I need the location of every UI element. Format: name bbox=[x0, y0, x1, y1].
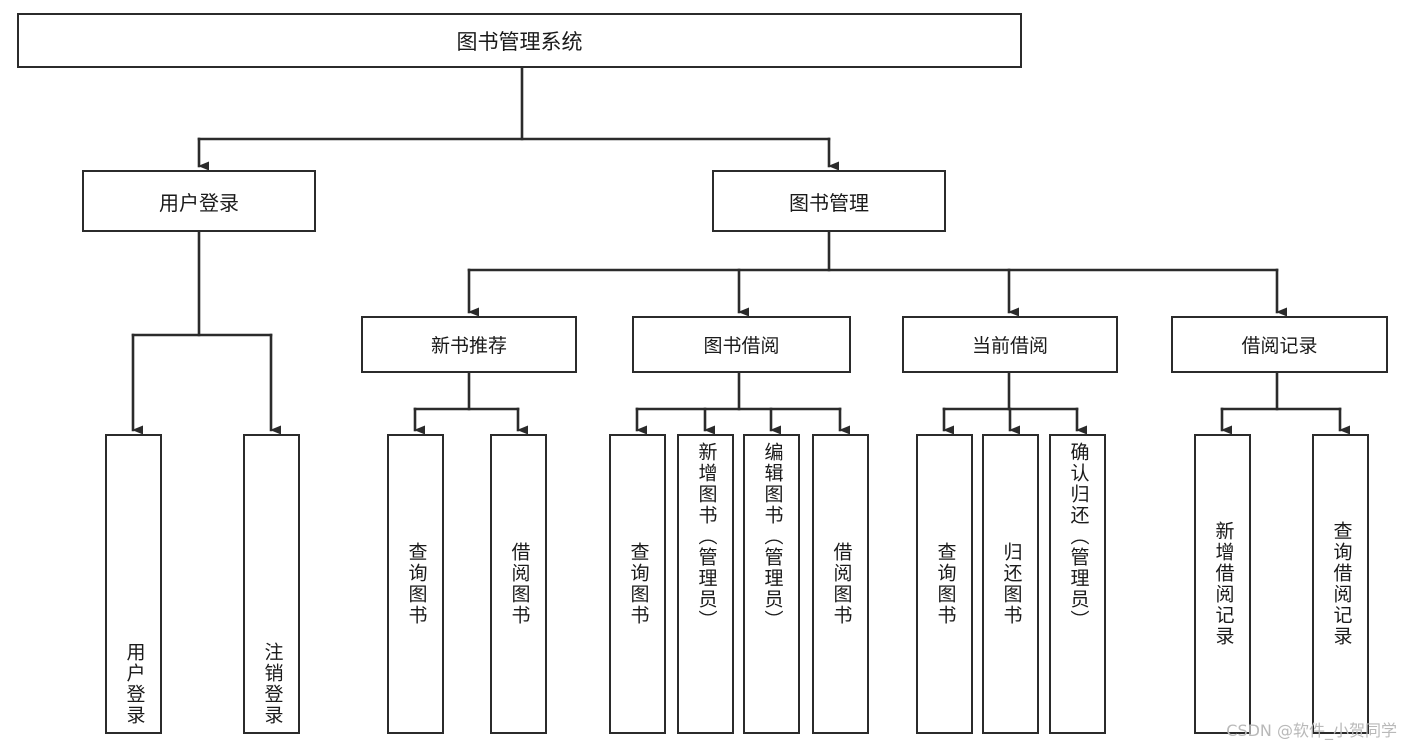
node-leaf-query-books-borrowing-label: 查询图书 bbox=[627, 542, 650, 626]
node-leaf-borrow-books-recommendation-label: 借阅图书 bbox=[508, 542, 531, 626]
node-leaf-borrow-books-recommendation[interactable]: 借阅图书 bbox=[490, 434, 547, 734]
node-root[interactable]: 图书管理系统 bbox=[17, 13, 1022, 68]
node-current-borrowing[interactable]: 当前借阅 bbox=[902, 316, 1118, 373]
node-root-label: 图书管理系统 bbox=[456, 29, 583, 54]
node-leaf-add-book-admin-label: 新增图书（管理员） bbox=[695, 442, 718, 631]
node-leaf-logout[interactable]: 注销登录 bbox=[243, 434, 300, 734]
watermark: CSDN @软件_小贺同学 bbox=[1226, 721, 1397, 740]
node-leaf-add-book-admin[interactable]: 新增图书（管理员） bbox=[677, 434, 734, 734]
node-leaf-query-books-recommendation-label: 查询图书 bbox=[405, 542, 428, 626]
node-leaf-edit-book-admin-label: 编辑图书（管理员） bbox=[761, 442, 784, 631]
node-leaf-return-books-label: 归还图书 bbox=[1000, 542, 1023, 626]
node-leaf-add-borrowing-record-label: 新增借阅记录 bbox=[1212, 521, 1235, 647]
node-leaf-query-books-current[interactable]: 查询图书 bbox=[916, 434, 973, 734]
node-leaf-return-books[interactable]: 归还图书 bbox=[982, 434, 1039, 734]
node-book-borrowing[interactable]: 图书借阅 bbox=[632, 316, 851, 373]
node-leaf-query-books-recommendation[interactable]: 查询图书 bbox=[387, 434, 444, 734]
node-book-management[interactable]: 图书管理 bbox=[712, 170, 946, 232]
node-new-book-recommendation-label: 新书推荐 bbox=[430, 335, 507, 357]
node-borrowing-record-label: 借阅记录 bbox=[1241, 335, 1318, 357]
node-leaf-user-login-label: 用户登录 bbox=[123, 642, 146, 726]
node-leaf-add-borrowing-record[interactable]: 新增借阅记录 bbox=[1194, 434, 1251, 734]
node-leaf-confirm-return-admin-label: 确认归还（管理员） bbox=[1067, 442, 1090, 631]
node-leaf-query-books-borrowing[interactable]: 查询图书 bbox=[609, 434, 666, 734]
node-leaf-edit-book-admin[interactable]: 编辑图书（管理员） bbox=[743, 434, 800, 734]
node-leaf-borrow-books-borrowing[interactable]: 借阅图书 bbox=[812, 434, 869, 734]
node-book-management-label: 图书管理 bbox=[789, 190, 869, 215]
node-book-borrowing-label: 图书借阅 bbox=[703, 335, 780, 357]
node-leaf-borrow-books-borrowing-label: 借阅图书 bbox=[830, 542, 853, 626]
node-leaf-query-borrowing-record[interactable]: 查询借阅记录 bbox=[1312, 434, 1369, 734]
node-leaf-query-books-current-label: 查询图书 bbox=[934, 542, 957, 626]
node-leaf-confirm-return-admin[interactable]: 确认归还（管理员） bbox=[1049, 434, 1106, 734]
node-leaf-query-borrowing-record-label: 查询借阅记录 bbox=[1330, 521, 1353, 647]
node-user-login[interactable]: 用户登录 bbox=[82, 170, 316, 232]
node-borrowing-record[interactable]: 借阅记录 bbox=[1171, 316, 1388, 373]
node-leaf-user-login[interactable]: 用户登录 bbox=[105, 434, 162, 734]
node-user-login-label: 用户登录 bbox=[159, 190, 239, 215]
node-leaf-logout-label: 注销登录 bbox=[261, 642, 284, 726]
node-current-borrowing-label: 当前借阅 bbox=[971, 335, 1048, 357]
node-new-book-recommendation[interactable]: 新书推荐 bbox=[361, 316, 577, 373]
